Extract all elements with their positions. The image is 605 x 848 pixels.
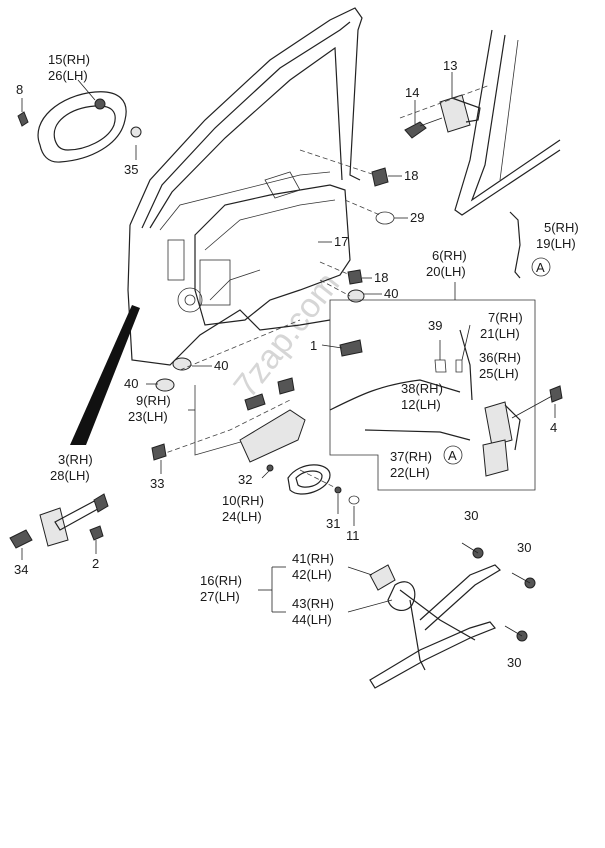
callout-ref-a-top: A [536, 260, 545, 275]
callout-19-lh: 19(LH) [536, 236, 576, 251]
callout-31: 31 [326, 516, 340, 531]
callout-7-rh: 7(RH) [488, 310, 523, 325]
check-link-strap [70, 305, 140, 445]
callout-32: 32 [238, 472, 252, 487]
callout-14: 14 [405, 85, 419, 100]
callout-12-lh: 12(LH) [401, 397, 441, 412]
callout-16-rh: 16(RH) [200, 573, 242, 588]
clips [155, 167, 395, 392]
callout-29: 29 [410, 210, 424, 225]
callout-28-lh: 28(LH) [50, 468, 90, 483]
callout-40-upper: 40 [384, 286, 398, 301]
callout-21-lh: 21(LH) [480, 326, 520, 341]
callout-40-middle: 40 [214, 358, 228, 373]
callout-26-lh: 26(LH) [48, 68, 88, 83]
callout-9-rh: 9(RH) [136, 393, 171, 408]
callout-5-rh: 5(RH) [544, 220, 579, 235]
callout-leaders [21, 72, 556, 613]
callout-15-rh: 15(RH) [48, 52, 90, 67]
callout-ref-a-lock: A [448, 448, 457, 463]
callout-30-bottom: 30 [507, 655, 521, 670]
callout-38-rh: 38(RH) [401, 381, 443, 396]
inside-door-handle [151, 339, 363, 505]
callout-20-lh: 20(LH) [426, 264, 466, 279]
callout-42-lh: 42(LH) [292, 567, 332, 582]
callout-37-rh: 37(RH) [390, 449, 432, 464]
assembly-leader-lines [159, 84, 491, 491]
callout-30-right: 30 [517, 540, 531, 555]
callout-1: 1 [310, 338, 317, 353]
outside-door-handle [17, 91, 142, 163]
callout-24-lh: 24(LH) [222, 509, 262, 524]
door-hinge-upper [404, 94, 481, 139]
callout-3-rh: 3(RH) [58, 452, 93, 467]
callout-13: 13 [443, 58, 457, 73]
lock-assembly-group [329, 282, 563, 491]
callout-34: 34 [14, 562, 28, 577]
callout-4: 4 [550, 420, 557, 435]
door-checker [9, 493, 109, 549]
callout-8: 8 [16, 82, 23, 97]
callout-labels: 8 15(RH) 26(LH) 35 13 14 18 29 17 5(RH) … [14, 52, 579, 670]
callout-25-lh: 25(LH) [479, 366, 519, 381]
ref-circle-a-lock [443, 445, 463, 465]
callout-36-rh: 36(RH) [479, 350, 521, 365]
callout-35: 35 [124, 162, 138, 177]
callout-30-top: 30 [464, 508, 478, 523]
lock-rod [509, 211, 521, 279]
callout-27-lh: 27(LH) [200, 589, 240, 604]
callout-40-lower: 40 [124, 376, 138, 391]
callout-39: 39 [428, 318, 442, 333]
callout-33: 33 [150, 476, 164, 491]
callout-10-rh: 10(RH) [222, 493, 264, 508]
ref-circle-a-top [531, 257, 551, 277]
callout-41-rh: 41(RH) [292, 551, 334, 566]
callout-23-lh: 23(LH) [128, 409, 168, 424]
body-pillar [454, 29, 561, 216]
callout-44-lh: 44(LH) [292, 612, 332, 627]
callout-2: 2 [92, 556, 99, 571]
door-trim-panel [167, 171, 351, 326]
callout-18-upper: 18 [404, 168, 418, 183]
callout-18-lower: 18 [374, 270, 388, 285]
callout-43-rh: 43(RH) [292, 596, 334, 611]
callout-6-rh: 6(RH) [432, 248, 467, 263]
callout-22-lh: 22(LH) [390, 465, 430, 480]
callout-17: 17 [334, 234, 348, 249]
callout-11: 11 [346, 528, 360, 543]
window-regulator [369, 542, 536, 689]
